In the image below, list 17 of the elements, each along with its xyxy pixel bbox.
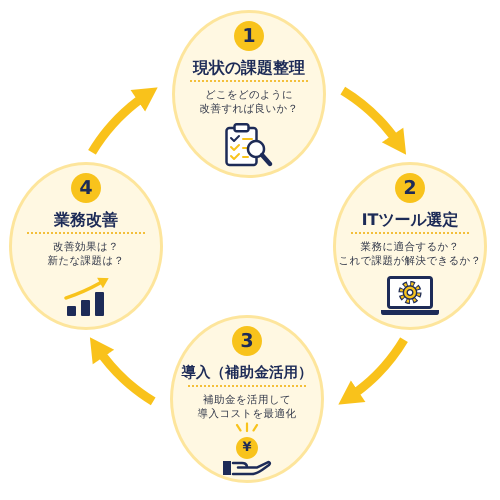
arrow	[89, 338, 156, 406]
step-title: 現状の課題整理	[193, 57, 305, 79]
step-title: ITツール選定	[362, 209, 458, 231]
step-description: 業務に適合するか？これで課題が解決できるか？	[338, 240, 482, 268]
arrow	[88, 86, 158, 155]
number-badge: 1	[234, 21, 264, 51]
step-title: 導入（補助金活用）	[181, 364, 313, 383]
number-badge: 4	[71, 173, 101, 203]
number-badge: 3	[232, 326, 262, 356]
step-description: 補助金を活用して導入コストを最適化	[198, 393, 296, 421]
arrow	[338, 337, 408, 406]
coin: ¥	[236, 437, 258, 459]
step-description: 改善効果は？新たな課題は？	[48, 240, 124, 268]
step-description: どこをどのように改善すれば良いか？	[200, 88, 298, 116]
number-badge: 2	[395, 173, 425, 203]
arrow	[340, 86, 407, 154]
step-title: 業務改善	[54, 209, 118, 231]
